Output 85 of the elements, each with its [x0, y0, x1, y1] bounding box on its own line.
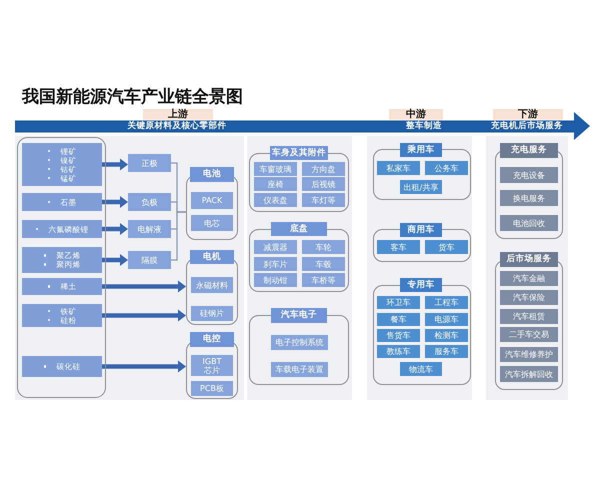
- service-box: 电池回收: [500, 215, 558, 231]
- diagram-title: 我国新能源汽车产业链全景图: [22, 87, 243, 107]
- service-box: 换电服务: [500, 190, 558, 206]
- stage-title: 中游: [389, 109, 443, 120]
- group-frame: [186, 167, 238, 240]
- material-box: [22, 304, 102, 327]
- component-box: 减震器: [254, 240, 297, 254]
- vehicle-box: 教练车: [377, 345, 420, 358]
- rounded-frame: [17, 137, 106, 398]
- stage-title: 上游: [143, 109, 213, 120]
- vehicle-box: 私家车: [377, 161, 420, 175]
- vehicle-box: 餐车: [377, 313, 420, 326]
- vehicle-box: 检测车: [425, 329, 468, 342]
- service-box: 汽车维修养护: [500, 347, 558, 362]
- component-box: PCB板: [191, 381, 233, 396]
- component-box: 硅钢片: [191, 306, 233, 321]
- component-box: 刹车片: [254, 257, 297, 271]
- group-header: 乘用车: [400, 143, 442, 157]
- group-header: 电池: [190, 167, 234, 182]
- component-box: 电解液: [128, 220, 171, 238]
- component-box: 制动钳: [254, 273, 297, 287]
- service-box: 二手车交易: [500, 327, 558, 342]
- group-frame: [373, 223, 471, 262]
- component-box: 电芯: [191, 215, 233, 231]
- component-box: 车桥等: [302, 273, 345, 287]
- material-box: [22, 356, 102, 377]
- group-frame: [249, 222, 349, 292]
- service-box: 汽车保险: [500, 290, 558, 305]
- material-box: [22, 247, 102, 273]
- component-box: PACK: [191, 192, 233, 209]
- material-box: [22, 220, 102, 238]
- group-frame: [495, 252, 563, 390]
- component-box: 电子控制系统: [271, 335, 328, 350]
- vehicle-box: 工程车: [425, 296, 468, 309]
- material-box: [22, 278, 102, 295]
- group-frame: [186, 250, 238, 325]
- component-box: 车载电子装置: [271, 362, 328, 377]
- stage-subtitle: 整车制造: [406, 120, 442, 133]
- component-box: 正极: [128, 154, 171, 172]
- group-frame: [373, 278, 471, 385]
- component-box: IGBT芯片: [191, 355, 233, 376]
- component-box: 车轮: [302, 240, 345, 254]
- component-box: 永磁材料: [191, 277, 233, 293]
- group-frame: [249, 146, 349, 212]
- component-box: 隔膜: [128, 251, 171, 269]
- material-box: [22, 193, 102, 211]
- component-box: 方向盘: [302, 162, 345, 176]
- group-frame: [373, 143, 471, 200]
- group-header: 汽车电子: [271, 308, 327, 323]
- component-box: 负极: [128, 193, 171, 211]
- component-box: 仪表盘: [254, 193, 297, 207]
- stage-title: 下游: [493, 109, 563, 120]
- service-box: 充电设备: [500, 167, 558, 183]
- service-box: 汽车拆解回收: [500, 366, 558, 382]
- group-header: 后市场服务: [500, 252, 558, 267]
- group-header: 专用车: [400, 278, 442, 292]
- group-header: 底盘: [271, 222, 327, 236]
- group-header: 商用车: [400, 223, 442, 237]
- vehicle-box: 物流车: [400, 362, 442, 376]
- service-box: 汽车金融: [500, 271, 558, 286]
- group-frame: [249, 308, 349, 385]
- vehicle-box: 公务车: [425, 161, 468, 175]
- component-box: 座椅: [254, 177, 297, 191]
- component-box: 车毂: [302, 257, 345, 271]
- vehicle-box: 客车: [377, 240, 420, 254]
- group-header: 电控: [190, 332, 234, 347]
- vehicle-box: 电源车: [425, 313, 468, 326]
- material-box: [22, 143, 102, 186]
- group-header: 充电服务: [500, 143, 558, 158]
- vehicle-box: 环卫车: [377, 296, 420, 309]
- stage-subtitle: 充电机后市场服务: [491, 120, 563, 133]
- component-box: 后视镜: [302, 177, 345, 191]
- group-header: 电机: [190, 250, 234, 264]
- vehicle-box: 货车: [425, 240, 468, 254]
- vehicle-box: 服务车: [425, 345, 468, 358]
- component-box: 车灯等: [302, 193, 345, 207]
- component-box: 车窗玻璃: [254, 162, 297, 176]
- group-frame: [495, 143, 563, 239]
- group-header: 车身及其附件: [270, 146, 328, 160]
- vehicle-box: 出租/共享: [400, 180, 442, 194]
- service-box: 汽车租赁: [500, 309, 558, 324]
- vehicle-box: 售货车: [377, 329, 420, 342]
- group-frame: [186, 332, 238, 399]
- stage-subtitle: 关键原材料及核心零部件: [128, 120, 226, 133]
- connector-line: [171, 211, 186, 261]
